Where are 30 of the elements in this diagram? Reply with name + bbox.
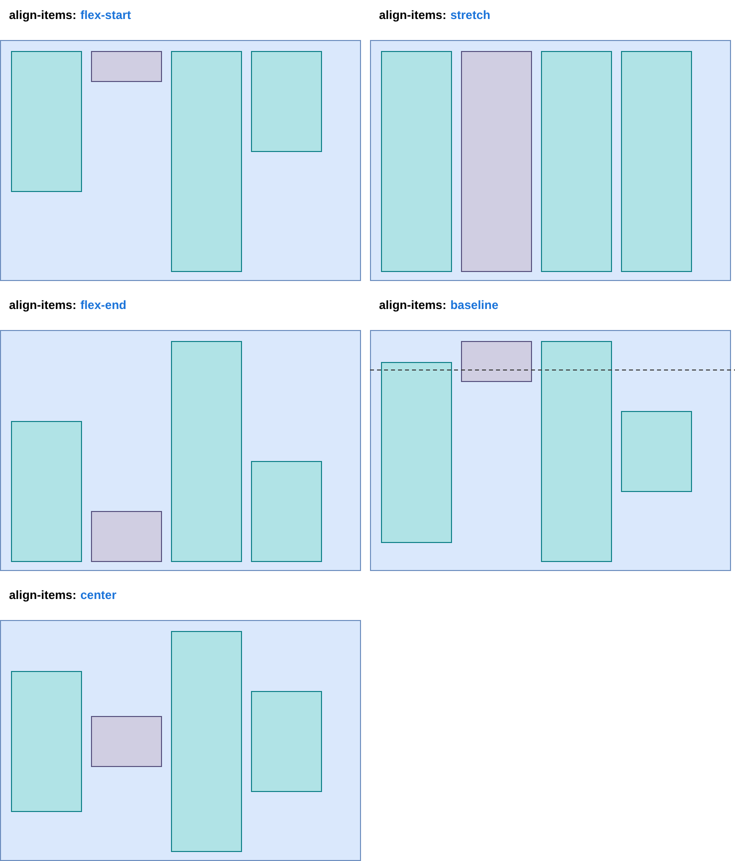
property-value: stretch: [450, 8, 490, 22]
flex-item: [171, 341, 242, 562]
flex-item: [621, 51, 692, 272]
flex-item: [251, 461, 322, 562]
flex-item: [171, 631, 242, 852]
flex-item: [621, 411, 692, 492]
property-name: align-items:: [9, 588, 76, 602]
property-value: flex-end: [80, 298, 126, 312]
flex-item: [11, 671, 82, 812]
flex-item: [91, 51, 162, 82]
flex-item: [11, 421, 82, 562]
flex-item: [541, 51, 612, 272]
property-value: baseline: [450, 298, 498, 312]
flex-item: [251, 691, 322, 792]
flex-item: [91, 716, 162, 767]
flex-item: [461, 51, 532, 272]
flex-item: [251, 51, 322, 152]
flex-item: [171, 51, 242, 272]
flex-item: [381, 362, 452, 543]
flex-item: [461, 341, 532, 382]
property-value: flex-start: [80, 8, 132, 22]
property-name: align-items:: [9, 298, 76, 312]
flex-item: [381, 51, 452, 272]
property-value: center: [80, 588, 116, 602]
flex-item: [541, 341, 612, 562]
property-name: align-items:: [379, 298, 446, 312]
property-name: align-items:: [379, 8, 446, 22]
flex-item: [11, 51, 82, 192]
property-name: align-items:: [9, 8, 76, 22]
flex-item: [91, 511, 162, 562]
